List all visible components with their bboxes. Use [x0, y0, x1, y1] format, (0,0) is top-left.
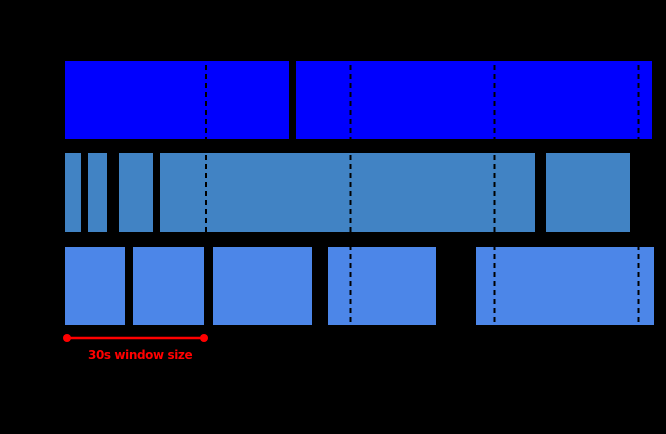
bar-segment-row-middle-2 — [88, 153, 107, 232]
bar-segment-row-middle-4 — [160, 153, 535, 232]
bar-segment-row-top-1 — [65, 61, 289, 139]
bar-segment-row-middle-3 — [119, 153, 153, 232]
bar-segment-row-bottom-5 — [476, 247, 654, 325]
bar-segment-row-bottom-4 — [328, 247, 436, 325]
bar-segment-row-middle-1 — [65, 153, 81, 232]
bar-segment-row-middle-5 — [546, 153, 630, 232]
bar-segment-row-bottom-3 — [213, 247, 312, 325]
bar-segment-row-bottom-2 — [133, 247, 204, 325]
bar-segment-row-bottom-1 — [65, 247, 125, 325]
bar-segment-row-top-2 — [296, 61, 652, 139]
window-size-label: 30s window size — [88, 348, 193, 362]
